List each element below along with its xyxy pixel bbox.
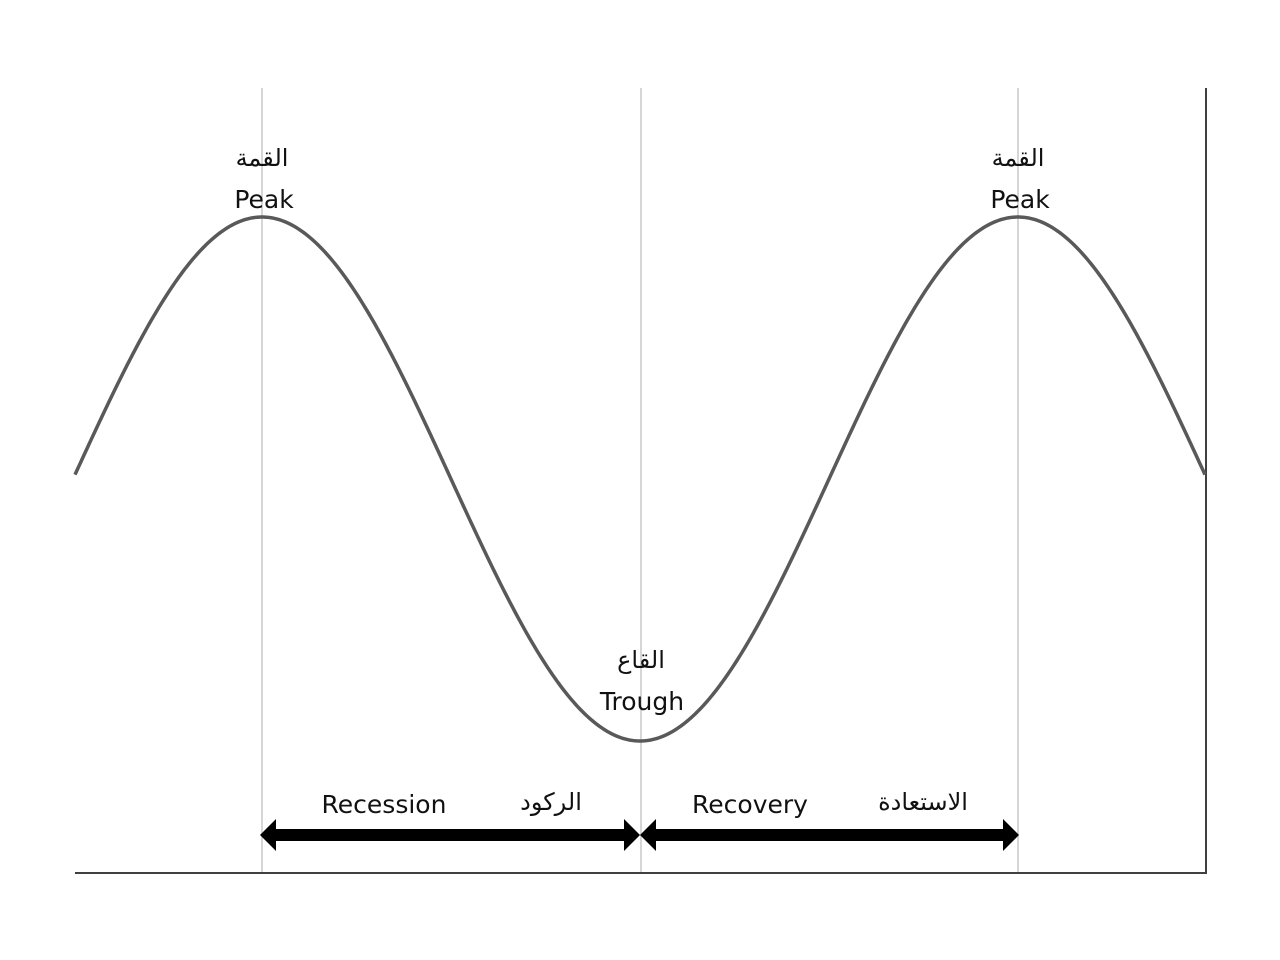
peak-left-label: Peak xyxy=(234,185,294,214)
recession-arabic-label: الركود xyxy=(520,788,582,816)
peak-right-arabic-label: القمة xyxy=(992,144,1045,172)
trough-label: Trough xyxy=(599,687,684,716)
recession-label: Recession xyxy=(322,790,447,819)
trough-arabic-label: القاع xyxy=(617,646,665,674)
recession-double-arrow xyxy=(260,819,640,851)
peak-left-arabic-label: القمة xyxy=(236,144,289,172)
business-cycle-curve xyxy=(73,215,1207,743)
recovery-double-arrow xyxy=(640,819,1019,851)
peak-right-label: Peak xyxy=(990,185,1050,214)
recovery-label: Recovery xyxy=(692,790,808,819)
recovery-arabic-label: الاستعادة xyxy=(878,788,968,816)
